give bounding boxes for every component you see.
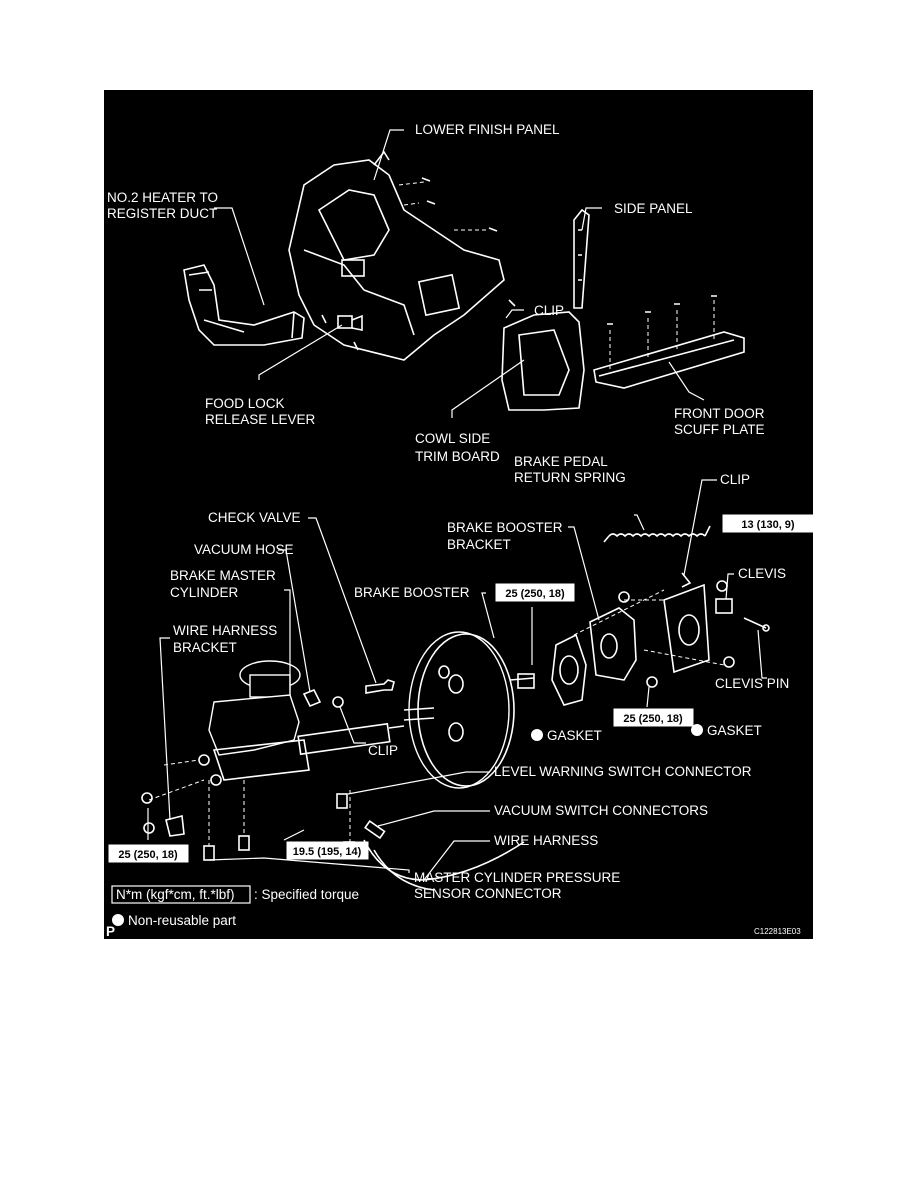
label-gasket-2: GASKET [707, 723, 762, 738]
label-vacuum-hose: VACUUM HOSE [194, 542, 294, 557]
master-cylinder-drawing [141, 660, 405, 837]
label-brake-booster: BRAKE BOOSTER [354, 585, 470, 600]
torque-booster-top-value: 25 (250, 18) [505, 588, 565, 600]
legend-unit-box [111, 885, 251, 904]
label-cowl-side-line2: TRIM BOARD [415, 449, 500, 464]
label-clevis: CLEVIS [738, 566, 786, 581]
label-scuff-line1: FRONT DOOR [674, 406, 765, 421]
hood-lock-lever-drawing [321, 314, 363, 351]
torque-booster-bottom-value: 25 (250, 18) [623, 713, 683, 725]
label-side-panel: SIDE PANEL [614, 201, 693, 216]
label-hood-lock-line1: FOOD LOCK [205, 396, 285, 411]
torque-box-pipe [286, 841, 369, 860]
label-pressure-sensor-line2: SENSOR CONNECTOR [414, 886, 562, 901]
exploded-parts-diagram: LOWER FINISH PANEL NO.2 HEATER TO REGIST… [104, 90, 813, 939]
label-heater-duct-line2: REGISTER DUCT [107, 206, 217, 221]
label-clip-top: CLIP [534, 303, 564, 318]
label-wire-harness: WIRE HARNESS [494, 833, 598, 848]
label-scuff-line2: SCUFF PLATE [674, 422, 765, 437]
legend-unit: N*m (kgf*cm, ft.*lbf) [116, 887, 235, 902]
side-panel-drawing [573, 208, 590, 309]
heater-duct-drawing [183, 264, 305, 346]
legend-unit-description: : Specified torque [254, 887, 359, 902]
label-wire-bracket-line1: WIRE HARNESS [173, 623, 277, 638]
diagram-canvas: LOWER FINISH PANEL NO.2 HEATER TO REGIST… [106, 122, 813, 939]
brake-booster-drawing [403, 631, 535, 789]
label-master-cylinder-line1: BRAKE MASTER [170, 568, 276, 583]
label-vacuum-switch: VACUUM SWITCH CONNECTORS [494, 803, 708, 818]
torque-clevis-value: 13 (130, 9) [741, 519, 795, 531]
label-check-valve: CHECK VALVE [208, 510, 301, 525]
lower-finish-panel-drawing [288, 150, 505, 361]
label-hood-lock-line2: RELEASE LEVER [205, 412, 316, 427]
scuff-plate-drawing [593, 295, 745, 389]
label-booster-bracket-line1: BRAKE BOOSTER [447, 520, 563, 535]
label-return-spring-line2: RETURN SPRING [514, 470, 626, 485]
label-booster-bracket-line2: BRACKET [447, 537, 511, 552]
torque-box-clevis [722, 514, 813, 533]
figure-code: C122813E03 [754, 927, 801, 936]
torque-box-booster-bottom [613, 708, 694, 727]
return-spring-drawing [603, 525, 711, 543]
label-clevis-pin: CLEVIS PIN [715, 676, 789, 691]
cowl-side-trim-drawing [501, 299, 585, 411]
label-clip-bottom: CLIP [368, 743, 398, 758]
torque-box-master-left [108, 844, 189, 863]
torque-master-left-value: 25 (250, 18) [118, 849, 178, 861]
clevis-drawing [681, 572, 770, 632]
leader-lines [147, 129, 767, 881]
check-valve-drawing [302, 679, 395, 708]
torque-box-booster-top [495, 583, 575, 602]
label-return-spring-line1: BRAKE PEDAL [514, 454, 608, 469]
legend: N*m (kgf*cm, ft.*lbf) : Specified torque… [106, 885, 801, 939]
label-cowl-side-line1: COWL SIDE [415, 431, 490, 446]
callout-labels: LOWER FINISH PANEL NO.2 HEATER TO REGIST… [107, 122, 789, 901]
corner-mark: P [106, 924, 115, 939]
label-pressure-sensor-line1: MASTER CYLINDER PRESSURE [414, 870, 620, 885]
label-gasket-1: GASKET [547, 728, 602, 743]
nonreusable-marker-gasket2 [691, 724, 703, 736]
label-level-warning-switch: LEVEL WARNING SWITCH CONNECTOR [494, 764, 752, 779]
torque-callouts: 13 (130, 9) 25 (250, 18) 25 (250, 18) 25… [108, 514, 813, 863]
nonreusable-marker-gasket1 [531, 729, 543, 741]
torque-pipe-value: 19.5 (195, 14) [293, 846, 362, 858]
legend-nonreusable-marker [112, 914, 124, 926]
label-lower-finish-panel: LOWER FINISH PANEL [415, 122, 560, 137]
label-master-cylinder-line2: CYLINDER [170, 585, 239, 600]
label-wire-bracket-line2: BRACKET [173, 640, 237, 655]
label-heater-duct-line1: NO.2 HEATER TO [107, 190, 218, 205]
gaskets-bracket-drawing [551, 580, 735, 706]
label-clip-right: CLIP [720, 472, 750, 487]
legend-nonreusable: Non-reusable part [128, 913, 236, 928]
